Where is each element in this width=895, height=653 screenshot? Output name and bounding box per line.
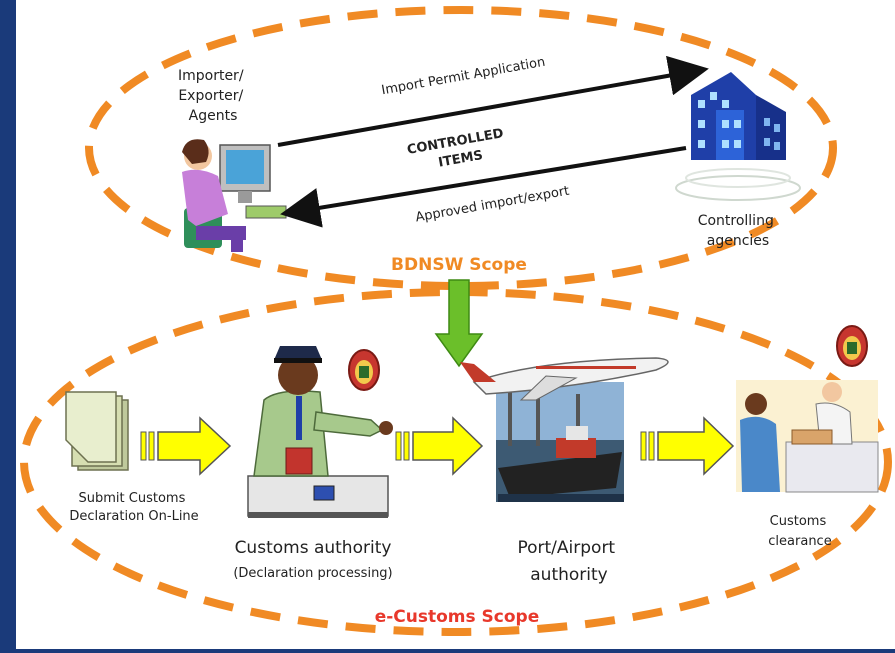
svg-text:Customs clearance: Customs clearance xyxy=(768,514,831,549)
importer-computer-icon xyxy=(182,139,287,252)
ecustoms-scope-ellipse xyxy=(20,288,892,636)
clearance-label-line-1: Customs xyxy=(770,514,827,529)
arrow-top-label: Import Permit Application xyxy=(380,55,546,99)
declaration-documents-icon xyxy=(65,391,129,471)
submit-label-line-1: Submit Customs xyxy=(79,491,186,506)
customs-clearance-image xyxy=(736,380,879,493)
flow-arrow-2 xyxy=(395,416,484,476)
green-down-arrow xyxy=(434,279,484,368)
actor-label-line-3: Agents xyxy=(189,108,238,124)
approval-arrow xyxy=(280,146,687,228)
submit-label-line-2: Declaration On-Line xyxy=(69,509,198,524)
customs-authority-sublabel: (Declaration processing) xyxy=(233,566,392,581)
actor-label-line-2: Exporter/ xyxy=(178,88,243,104)
flow-arrow-1 xyxy=(140,416,232,476)
ecustoms-scope-label: e-Customs Scope xyxy=(375,607,540,627)
diagram-canvas: Importer/ Exporter/ Agents Import Pe xyxy=(16,0,895,649)
svg-text:CONTROLLED ITEMS: CONTROLLED ITEMS xyxy=(406,125,512,175)
agency-label-line-2: agencies xyxy=(707,233,769,249)
flow-arrow-3 xyxy=(640,416,735,476)
svg-text:Port/Airport authority: Port/Airport authority xyxy=(517,538,620,585)
airplane-icon xyxy=(460,357,669,401)
customs-officer-icon xyxy=(247,346,393,518)
left-frame-bar xyxy=(0,0,16,649)
port-label-line-2: authority xyxy=(530,565,607,585)
agency-building-icon xyxy=(675,72,801,201)
customs-emblem-icon-1 xyxy=(348,349,380,391)
port-label-line-1: Port/Airport xyxy=(517,538,615,558)
bdnsw-scope-label: BDNSW Scope xyxy=(391,255,527,275)
bdnsw-scope-ellipse xyxy=(85,6,837,290)
customs-emblem-icon-2 xyxy=(836,325,868,367)
agency-label-line-1: Controlling xyxy=(698,213,774,229)
clearance-label-line-2: clearance xyxy=(768,534,831,549)
svg-text:Submit Customs Declara: Submit Customs Declaration On-Line xyxy=(69,491,198,524)
permit-application-arrow xyxy=(277,55,709,147)
customs-authority-label: Customs authority xyxy=(235,538,392,558)
svg-text:Importer/ Exporter/: Importer/ Exporter/ Agents xyxy=(178,68,248,124)
svg-text:Controlling agencies: Controlling agencies xyxy=(698,213,779,249)
actor-label-line-1: Importer/ xyxy=(178,68,244,84)
scope-diagram: Importer/ Exporter/ Agents Import Pe xyxy=(20,6,892,636)
port-airport-image xyxy=(496,382,624,502)
